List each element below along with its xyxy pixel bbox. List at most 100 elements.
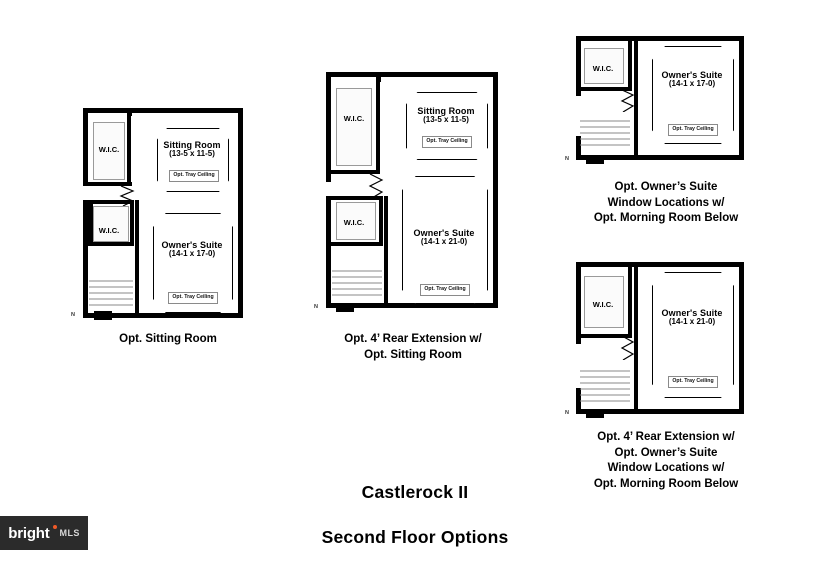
closet-label-wic-lower: W.I.C. bbox=[98, 226, 120, 235]
wall-right bbox=[739, 36, 744, 160]
floorplan-opt-sitting-room: W.I.C. W.I.C. Sitting Room (13-5 x 11-5)… bbox=[71, 100, 250, 330]
room-dim-owners-suite: (14-1 x 21-0) bbox=[668, 317, 716, 327]
closet-label-wic-upper: W.I.C. bbox=[343, 114, 365, 123]
stair-steps bbox=[580, 120, 630, 146]
floorplan-opt-4ft-rear-extension-sitting-room: W.I.C. W.I.C. Sitting Room (13-5 x 11-5)… bbox=[314, 68, 508, 330]
interior-wall-vertical-mid bbox=[127, 114, 131, 186]
wall-top bbox=[83, 108, 243, 113]
wall-bottom bbox=[576, 409, 744, 414]
room-outline-sitting-room bbox=[406, 92, 488, 160]
closet-shelf-lower bbox=[93, 206, 129, 242]
tray-ceiling-owners-suite: Opt. Tray Ceiling bbox=[668, 376, 718, 388]
interior-wall-lower-left bbox=[88, 200, 93, 246]
interior-wall-lower-closet-top bbox=[331, 196, 383, 200]
wall-right bbox=[238, 108, 243, 318]
interior-wall-suite-left bbox=[634, 267, 638, 414]
interior-wall-suite-left bbox=[135, 200, 139, 313]
room-name-owners-suite: Owner's Suite bbox=[661, 308, 723, 318]
interior-wall-closet-bottom bbox=[576, 334, 632, 338]
room-dim-owners-suite: (14-1 x 17-0) bbox=[168, 249, 216, 259]
interior-wall-lower-closet-bottom bbox=[88, 242, 134, 246]
logo-suffix-text: MLS bbox=[59, 528, 80, 538]
wall-bottom bbox=[83, 313, 243, 318]
tray-ceiling-sitting-room: Opt. Tray Ceiling bbox=[169, 170, 219, 182]
wall-right bbox=[739, 262, 744, 414]
wall-bottom bbox=[576, 155, 744, 160]
closet-label-wic-lower: W.I.C. bbox=[343, 218, 365, 227]
north-marker bbox=[586, 155, 604, 164]
room-label-sitting-room: Sitting Room (13-5 x 11-5) bbox=[406, 106, 486, 125]
stair-symbol bbox=[620, 336, 635, 360]
wall-bottom bbox=[326, 303, 498, 308]
wall-top bbox=[576, 262, 744, 267]
logo-dot-icon bbox=[52, 525, 57, 529]
closet-label-wic: W.I.C. bbox=[592, 300, 614, 309]
room-name-sitting-room: Sitting Room bbox=[417, 106, 475, 116]
room-label-owners-suite: Owner's Suite (14-1 x 17-0) bbox=[652, 70, 732, 89]
north-label: N bbox=[565, 410, 569, 416]
room-dim-owners-suite: (14-1 x 21-0) bbox=[420, 237, 468, 247]
wall-left-lower bbox=[576, 388, 581, 414]
north-label: N bbox=[71, 312, 75, 318]
wall-top bbox=[326, 72, 498, 77]
room-outline-sitting-room bbox=[157, 128, 229, 192]
interior-wall-suite-left bbox=[384, 196, 388, 306]
stair-steps bbox=[89, 280, 133, 306]
interior-wall-lower-closet-right bbox=[130, 200, 134, 246]
room-dim-sitting-room: (13-5 x 11-5) bbox=[423, 115, 469, 125]
north-marker bbox=[336, 303, 354, 312]
interior-wall-lower-closet-bottom bbox=[331, 242, 383, 246]
interior-wall-vertical-mid bbox=[376, 82, 380, 174]
caption-opt-4ft-rear-extension-sitting-room: Opt. 4’ Rear Extension w/ Opt. Sitting R… bbox=[344, 333, 482, 361]
caption-opt-4ft-rear-extension-owners-suite-windows: Opt. 4’ Rear Extension w/ Opt. Owner’s S… bbox=[593, 431, 739, 490]
room-label-owners-suite: Owner's Suite (14-1 x 21-0) bbox=[652, 308, 732, 327]
floorplan-opt-4ft-rear-extension-owners-suite-windows: W.I.C. Owner's Suite (14-1 x 21-0) Opt. … bbox=[565, 258, 752, 423]
interior-wall-lower-closet-right bbox=[379, 196, 383, 246]
room-name-owners-suite: Owner's Suite bbox=[661, 70, 723, 80]
closet-shelf bbox=[584, 276, 624, 328]
tray-ceiling-owners-suite: Opt. Tray Ceiling bbox=[668, 124, 718, 136]
room-outline-owners-suite bbox=[402, 176, 488, 304]
logo-brand-text: bright bbox=[8, 524, 50, 542]
tray-ceiling-owners-suite: Opt. Tray Ceiling bbox=[420, 284, 470, 296]
room-dim-sitting-room: (13-5 x 11-5) bbox=[169, 149, 215, 159]
wall-left-lower bbox=[576, 136, 581, 160]
caption-opt-owners-suite-window-locations: Opt. Owner’s Suite Window Locations w/ O… bbox=[593, 181, 739, 225]
page-title-line2: Second Floor Options bbox=[321, 527, 509, 548]
interior-wall-top-stub bbox=[127, 108, 132, 116]
wall-left-lower bbox=[83, 200, 88, 318]
floorplan-opt-owners-suite-window-locations: W.I.C. Owner's Suite (14-1 x 17-0) Opt. … bbox=[565, 32, 752, 172]
stair-symbol bbox=[368, 174, 384, 198]
wall-top bbox=[576, 36, 744, 41]
interior-wall-top-stub bbox=[376, 72, 381, 82]
caption-opt-sitting-room: Opt. Sitting Room bbox=[119, 333, 217, 345]
closet-shelf-upper bbox=[93, 122, 125, 180]
north-marker bbox=[94, 311, 112, 320]
north-label: N bbox=[565, 156, 569, 162]
wall-left bbox=[576, 36, 581, 96]
closet-shelf-lower bbox=[336, 202, 376, 240]
room-name-owners-suite: Owner's Suite bbox=[161, 240, 223, 250]
room-label-owners-suite: Owner's Suite (14-1 x 21-0) bbox=[402, 228, 486, 247]
interior-wall-closet-bottom bbox=[576, 87, 632, 91]
closet-shelf bbox=[584, 48, 624, 84]
wall-left bbox=[576, 262, 581, 344]
stair-symbol bbox=[119, 186, 135, 206]
wall-right bbox=[493, 72, 498, 308]
north-label: N bbox=[314, 304, 318, 310]
interior-wall-closet-divider bbox=[331, 170, 380, 174]
page-title-line1: Castlerock II bbox=[361, 481, 469, 502]
room-name-owners-suite: Owner's Suite bbox=[413, 228, 475, 238]
closet-shelf-upper bbox=[336, 88, 372, 166]
interior-wall-closet-right bbox=[628, 267, 632, 337]
room-name-sitting-room: Sitting Room bbox=[163, 140, 221, 150]
interior-wall-lower-closet-top bbox=[88, 200, 134, 204]
closet-label-wic: W.I.C. bbox=[592, 64, 614, 73]
stair-steps bbox=[332, 270, 382, 296]
room-label-owners-suite: Owner's Suite (14-1 x 17-0) bbox=[153, 240, 231, 259]
stair-symbol bbox=[620, 90, 635, 112]
tray-ceiling-sitting-room: Opt. Tray Ceiling bbox=[422, 136, 472, 148]
interior-wall-suite-left bbox=[634, 41, 638, 160]
tray-ceiling-owners-suite: Opt. Tray Ceiling bbox=[168, 292, 218, 304]
stair-steps bbox=[580, 370, 630, 402]
